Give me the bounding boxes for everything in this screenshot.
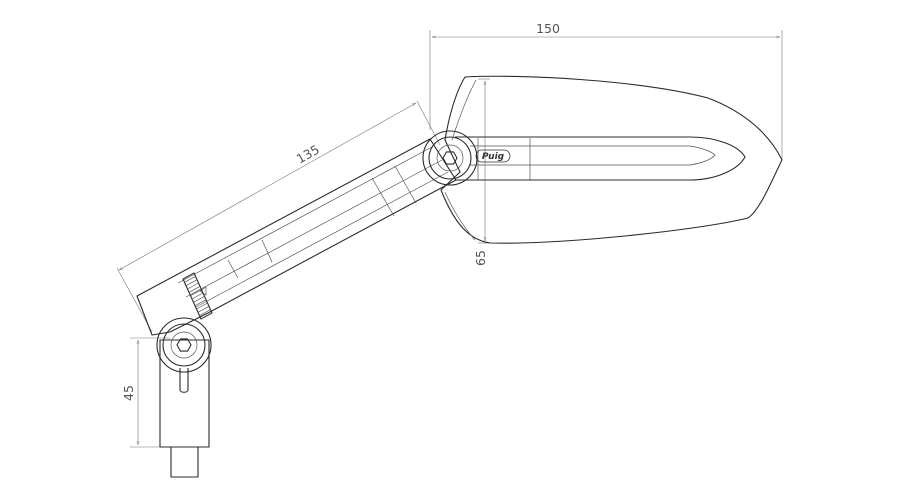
dimension-width-150: 150 — [429, 21, 783, 160]
lower-pivot — [156, 317, 212, 373]
dimension-stem-45: 45 — [121, 337, 175, 448]
dimension-label-65: 65 — [473, 250, 488, 266]
upper-pivot — [422, 130, 478, 186]
knurled-ring — [182, 272, 213, 320]
dimension-label-150: 150 — [536, 21, 560, 36]
dimension-label-45: 45 — [121, 385, 136, 401]
brand-logo: Puig — [475, 149, 511, 163]
hex-socket-icon — [442, 151, 458, 165]
svg-text:Puig: Puig — [482, 152, 505, 162]
mirror-housing-outline — [440, 75, 783, 244]
mount-bolt — [170, 446, 199, 478]
mount-stem — [159, 339, 210, 478]
arm-outline — [136, 138, 457, 336]
dimension-height-65: 65 — [473, 78, 490, 266]
mirror-head: Puig — [440, 75, 783, 244]
mirror-fin — [455, 136, 746, 181]
dimension-label-135: 135 — [294, 142, 322, 167]
mirror-arm — [136, 138, 457, 336]
dimension-arm-135: 135 — [116, 100, 441, 333]
hex-socket-icon — [176, 338, 192, 352]
